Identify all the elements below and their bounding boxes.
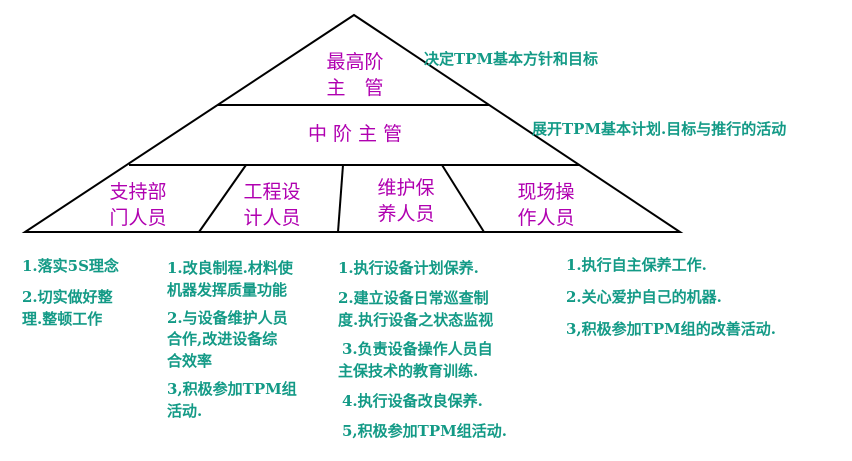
base-label-support-line2: 门人员 [109,206,167,229]
base-label-support: 支持部 门人员 [88,180,188,231]
base-label-engineering-line1: 工程设 [243,181,301,203]
duty-line: 2.关心爱护自己的机器. [566,287,722,306]
duty-line: 合效率 [167,352,213,370]
base-label-maintenance: 维护保 养人员 [356,176,456,227]
top-level-note: 决定TPM基本方针和目标 [424,50,599,68]
top-level-label: 最高阶 主 管 [300,50,410,101]
duty-line: 机器发挥质量功能 [167,280,288,299]
base-label-maintenance-line1: 维护保 [377,177,435,199]
top-level-line1: 最高阶 [326,51,384,73]
duties-operators: 1.执行自主保养工作. 2.关心爱护自己的机器. 3,积极参加TPM组的改善活动… [566,255,776,340]
duty-line: 2.切实做好整 [22,287,113,306]
base-label-engineering: 工程设 计人员 [222,180,322,231]
top-level-line2: 主 管 [326,76,384,99]
base-label-engineering-line2: 计人员 [243,206,301,229]
base-label-operators: 现场操 作人员 [496,180,596,231]
duty-line: 4.执行设备改良保养. [342,391,483,410]
base-label-maintenance-line2: 养人员 [377,202,435,225]
base-divider-1 [198,164,247,233]
duty-line: 2.与设备维护人员 [167,308,288,327]
base-divider-2 [337,164,344,233]
duty-line: 合作,改进设备综 [167,330,278,349]
duty-line: 主保技术的教育训练. [338,362,479,380]
duty-line: 3,积极参加TPM组 [167,379,297,398]
middle-level-label: 中 阶 主 管 [307,123,403,145]
duty-line: 活动. [167,401,203,420]
middle-level-note: 展开TPM基本计划.目标与推行的活动 [532,120,787,138]
duties-maintenance: 1.执行设备计划保养. 2.建立设备日常巡查制 度.执行设备之状态监视 3.负责… [338,258,507,442]
duty-line: 1.执行设备计划保养. [338,259,479,277]
base-divider-3 [441,164,485,233]
duty-line: 5,积极参加TPM组活动. [342,421,507,440]
duty-line: 1.落实5S理念 [22,257,119,275]
duty-line: 1.改良制程.材料使 [167,259,293,277]
duties-support: 1.落实5S理念 2.切实做好整 理.整顿工作 [22,256,119,330]
duties-engineering: 1.改良制程.材料使 机器发挥质量功能 2.与设备维护人员 合作,改进设备综 合… [167,258,297,422]
duty-line: 1.执行自主保养工作. [566,256,707,274]
duty-line: 理.整顿工作 [22,309,103,328]
duty-line: 2.建立设备日常巡查制 [338,288,489,307]
duty-line: 度.执行设备之状态监视 [338,310,494,329]
pyramid-triangle [21,13,684,233]
base-label-support-line1: 支持部 [109,181,167,203]
duty-line: 3,积极参加TPM组的改善活动. [566,319,776,338]
duty-line: 3.负责设备操作人员自 [342,340,493,359]
base-label-operators-line1: 现场操 [517,181,575,203]
base-label-operators-line2: 作人员 [517,206,575,229]
